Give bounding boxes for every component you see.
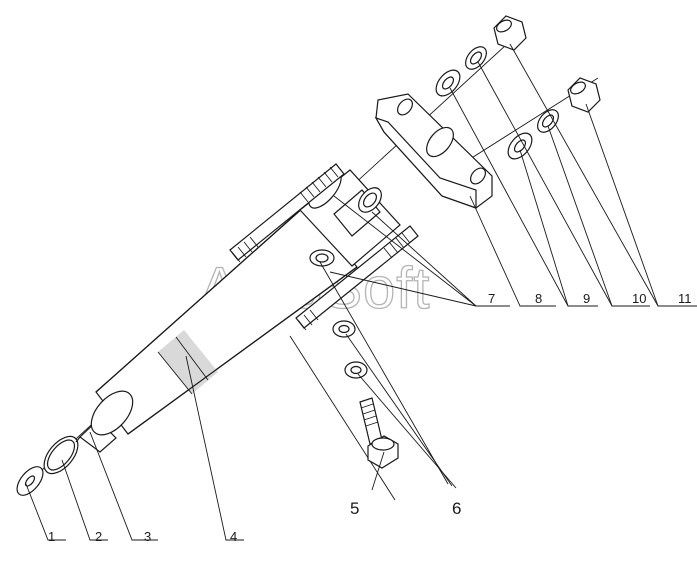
callout-2: 2 <box>95 529 102 544</box>
part-9-washer-lower <box>507 132 533 160</box>
callout-6: 6 <box>452 499 461 518</box>
callout-9: 9 <box>583 291 590 306</box>
callout-7: 7 <box>488 291 495 306</box>
part-11-nut-lower <box>567 77 601 113</box>
part-2-o-ring <box>43 435 79 475</box>
bolt-axis-line <box>289 335 396 501</box>
part-4-injector-body <box>90 205 358 436</box>
callout-11: 11 <box>678 291 692 306</box>
part-6-seal-washer-b <box>332 320 356 338</box>
leader-lines <box>25 43 697 541</box>
callout-4: 4 <box>230 529 237 544</box>
part-7-stud-upper <box>229 163 345 263</box>
callout-5: 5 <box>350 499 359 518</box>
return-line-fitting <box>333 187 382 237</box>
part-11-nut-upper <box>493 15 527 51</box>
part-1-washer <box>16 466 44 496</box>
part-9-washer-upper <box>435 69 461 97</box>
part-7-stud-lower <box>295 225 419 331</box>
part-6-seal-washer-a <box>309 249 335 267</box>
part-6-seal-washer-c <box>344 361 368 379</box>
callout-1: 1 <box>48 529 55 544</box>
part-10-spring-washer-lower <box>537 109 559 133</box>
part-5-bolt <box>359 397 399 469</box>
part-10-spring-washer-upper <box>465 46 487 70</box>
callout-8: 8 <box>535 291 542 306</box>
callout-10: 10 <box>632 291 646 306</box>
callout-3: 3 <box>144 529 151 544</box>
part-8-clamp-flange <box>374 93 493 209</box>
